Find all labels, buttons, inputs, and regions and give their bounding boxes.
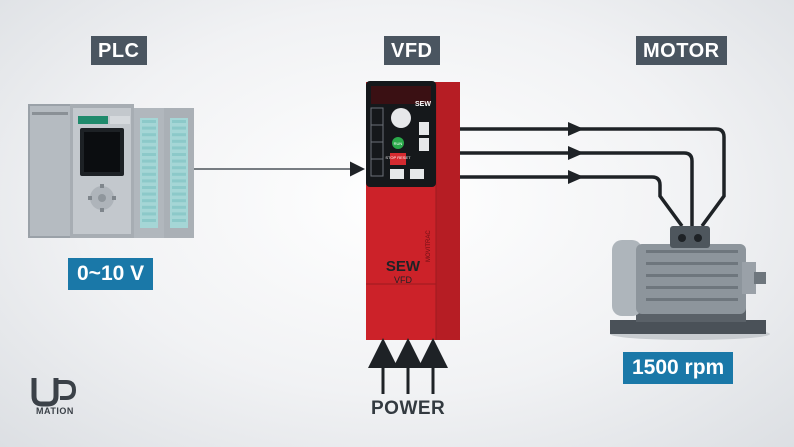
io-led bbox=[172, 219, 186, 222]
io-led bbox=[142, 219, 156, 222]
motor-speed-value: 1500 rpm bbox=[623, 352, 734, 384]
motor-wires bbox=[460, 127, 726, 228]
io-led bbox=[172, 166, 186, 170]
plc-device bbox=[28, 104, 194, 238]
io-led bbox=[142, 172, 156, 176]
io-led bbox=[142, 133, 156, 137]
io-led bbox=[172, 212, 186, 216]
io-led bbox=[172, 172, 186, 176]
motor-device bbox=[610, 226, 770, 340]
wire-arrow-u bbox=[568, 122, 584, 136]
io-led bbox=[172, 179, 186, 183]
stop-reset-button: STOP RESET bbox=[385, 155, 411, 160]
io-led bbox=[142, 120, 156, 123]
vfd-model-label: VFD bbox=[394, 275, 413, 285]
plc-signal-value: 0~10 V bbox=[68, 258, 154, 290]
io-led bbox=[142, 166, 156, 170]
motor-label: MOTOR bbox=[636, 36, 727, 65]
plc-label: PLC bbox=[91, 36, 147, 65]
io-led bbox=[172, 199, 186, 203]
io-led bbox=[172, 205, 186, 209]
vfd-label: VFD bbox=[384, 36, 440, 65]
io-led bbox=[172, 192, 186, 196]
keypad-brand-label: SEW bbox=[415, 101, 431, 108]
io-led bbox=[172, 139, 186, 143]
wire-arrow-v bbox=[568, 146, 584, 160]
vfd-side-label: MOVITRAC bbox=[426, 230, 432, 262]
run-button: RUN bbox=[394, 141, 403, 146]
wire-arrow-w bbox=[568, 170, 584, 184]
upmation-logo-icon bbox=[31, 378, 77, 407]
vfd-brand-logo: SEW bbox=[386, 258, 421, 275]
io-led bbox=[142, 126, 156, 130]
logo-text: MATION bbox=[36, 406, 74, 416]
io-led bbox=[172, 146, 186, 150]
io-led bbox=[142, 192, 156, 196]
io-led bbox=[172, 186, 186, 189]
io-led bbox=[142, 146, 156, 150]
io-led bbox=[142, 205, 156, 209]
io-led bbox=[142, 212, 156, 216]
io-led bbox=[142, 199, 156, 203]
io-led bbox=[172, 153, 186, 156]
vfd-device bbox=[366, 81, 460, 340]
io-led bbox=[142, 186, 156, 189]
power-label: POWER bbox=[371, 398, 446, 419]
io-led bbox=[142, 159, 156, 163]
io-led bbox=[142, 153, 156, 156]
io-led bbox=[172, 133, 186, 137]
io-led bbox=[142, 139, 156, 143]
plc-io-leds bbox=[142, 120, 186, 222]
io-led bbox=[172, 120, 186, 123]
io-led bbox=[142, 179, 156, 183]
io-led bbox=[172, 159, 186, 163]
io-led bbox=[172, 126, 186, 130]
